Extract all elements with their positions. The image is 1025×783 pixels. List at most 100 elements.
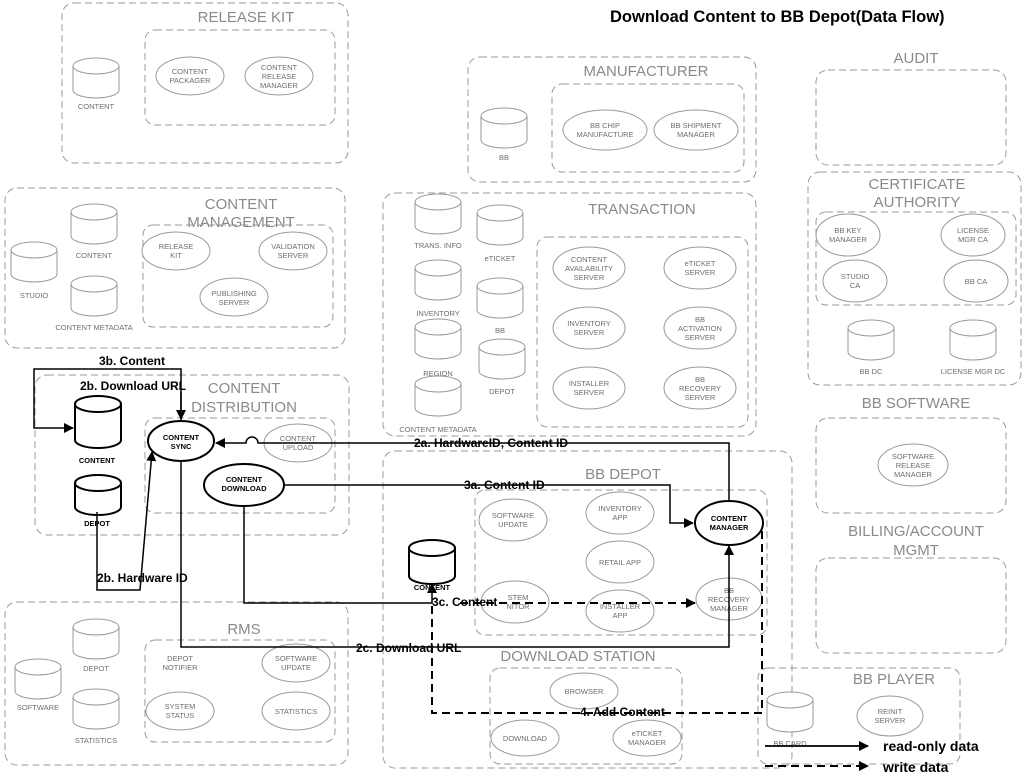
dp-inventory-app-label-2: APP xyxy=(612,513,627,522)
certificate-authority-title-2: AUTHORITY xyxy=(874,194,961,211)
process-node xyxy=(585,491,655,535)
process-node xyxy=(155,56,225,96)
audit-title: AUDIT xyxy=(894,50,939,67)
group-manufacturer-inner-box xyxy=(551,83,745,173)
mf-bb-label: BB xyxy=(499,153,509,162)
flow-2b-url-label: 2b. Download URL xyxy=(80,379,186,393)
tr-recovery-label-3: SERVER xyxy=(685,393,716,402)
flow-4-label: 4. Add Content xyxy=(580,705,665,719)
tr-depot-label: DEPOT xyxy=(489,387,515,396)
manufacturer-title: MANUFACTURER xyxy=(583,63,708,80)
database-icon xyxy=(480,116,528,149)
mf-chip-label-2: MANUFACTURE xyxy=(576,130,633,139)
tr-availability-label-2: AVAILABILITY xyxy=(565,264,613,273)
tr-recovery-label-1: BB xyxy=(695,375,705,384)
cm-publishing-label-1: PUBLISHING xyxy=(211,289,257,298)
tr-installer-label-1: INSTALLER xyxy=(569,379,610,388)
database-icon xyxy=(14,667,62,700)
group-content-distribution-inner-box xyxy=(144,417,336,514)
flow-3a-arrow xyxy=(284,484,694,528)
ds-eticket-manager-label-2: MANAGER xyxy=(628,738,667,747)
rk-packager-label-1: CONTENT xyxy=(172,67,209,76)
group-release-kit-box xyxy=(61,2,349,164)
ca-license-mgr-label-2: MGR CA xyxy=(958,235,988,244)
ds-eticket-manager-label-1: eTICKET xyxy=(632,729,663,738)
cm-publishing-label-2: SERVER xyxy=(219,298,250,307)
group-content-management-inner-box xyxy=(142,224,334,328)
tr-availability-label-3: SERVER xyxy=(574,273,605,282)
mf-shipment-label-2: MANAGER xyxy=(677,130,716,139)
database-icon xyxy=(414,202,462,235)
dp-software-update-label-1: SOFTWARE xyxy=(492,511,534,520)
tr-inventory-server-label-2: SERVER xyxy=(574,328,605,337)
download-station-title: DOWNLOAD STATION xyxy=(500,648,655,665)
dp-system-monitor-label-1: STEM xyxy=(508,593,529,602)
tr-metadata-label: CONTENT METADATA xyxy=(399,425,476,434)
database-icon xyxy=(414,268,462,301)
process-node xyxy=(261,643,331,683)
content-distribution-title-2: DISTRIBUTION xyxy=(191,399,297,416)
process-node xyxy=(552,306,626,350)
process-node xyxy=(663,366,737,410)
ca-studio-label-1: STUDIO xyxy=(841,272,870,281)
database-icon xyxy=(847,328,895,361)
dp-system-monitor-label-2: NITOR xyxy=(506,602,530,611)
database-icon xyxy=(414,384,462,417)
group-manufacturer-box xyxy=(467,56,757,183)
process-node xyxy=(663,306,737,350)
rk-release-manager-label-3: MANAGER xyxy=(260,81,299,90)
process-node xyxy=(552,246,626,290)
cm-validation-label-1: VALIDATION xyxy=(271,242,314,251)
cm-validation-label-2: SERVER xyxy=(278,251,309,260)
group-bb-depot-inner-box xyxy=(474,489,768,636)
ca-key-manager-label-1: BB KEY xyxy=(834,226,861,235)
group-rms-box xyxy=(4,601,349,766)
rms-software-label: SOFTWARE xyxy=(17,703,59,712)
rms-depot-notifier-label-1: DEPOT xyxy=(167,654,193,663)
process-node xyxy=(822,259,888,303)
process-node xyxy=(490,719,560,757)
database-icon xyxy=(70,212,118,245)
flow-3c-arrow xyxy=(243,506,437,604)
bb-player-title: BB PLAYER xyxy=(853,671,935,688)
cm-release-kit-label-1: RELEASE xyxy=(159,242,194,251)
group-certificate-authority-box xyxy=(807,171,1022,386)
tr-region-label: REGION xyxy=(423,369,453,378)
process-node xyxy=(653,109,739,151)
tr-eticket-server-label-1: eTICKET xyxy=(685,259,716,268)
rms-depot-notifier-label-2: NOTIFIER xyxy=(163,663,199,672)
flow-2b-hardware-id-arrow xyxy=(96,451,157,591)
group-download-station-box xyxy=(489,667,683,765)
group-billing-box xyxy=(815,557,1007,654)
process-node xyxy=(261,691,331,731)
dp-content-manager-label-2: MANAGER xyxy=(710,523,749,532)
group-bb-depot-box xyxy=(382,450,793,769)
billing-title-2: MGMT xyxy=(893,542,939,559)
sw-release-manager-label-2: RELEASE xyxy=(896,461,931,470)
content-management-title-2: MANAGEMENT xyxy=(187,214,295,231)
database-icon xyxy=(766,700,814,733)
database-icon xyxy=(10,250,58,283)
release-kit-title: RELEASE KIT xyxy=(198,9,295,26)
rms-statistics-db-label: STATISTICS xyxy=(75,736,117,745)
process-node xyxy=(258,231,328,271)
cd-download-label-1: CONTENT xyxy=(226,475,263,484)
flow-2a-label: 2a. HardwareID, Content ID xyxy=(414,436,568,450)
cd-upload-label-1: CONTENT xyxy=(280,434,317,443)
ca-bb-dc-label: BB DC xyxy=(860,367,884,376)
cd-upload-label-2: UPLOAD xyxy=(283,443,314,452)
dp-software-update-label-2: UPDATE xyxy=(498,520,528,529)
tr-trans-info-label: TRANS. INFO xyxy=(414,241,462,250)
dp-installer-app-label-1: INSTALLER xyxy=(600,602,641,611)
pl-reinit-label-2: SERVER xyxy=(875,716,906,725)
content-database-icon xyxy=(74,404,122,449)
rms-software-update-label-2: UPDATE xyxy=(281,663,311,672)
flow-3b-content-arrow xyxy=(33,368,182,433)
process-node xyxy=(562,109,648,151)
sw-release-manager-label-1: SOFTWARE xyxy=(892,452,934,461)
process-node xyxy=(141,231,211,271)
depot-database-icon xyxy=(74,483,122,516)
database-icon xyxy=(476,286,524,319)
process-node xyxy=(877,443,949,487)
